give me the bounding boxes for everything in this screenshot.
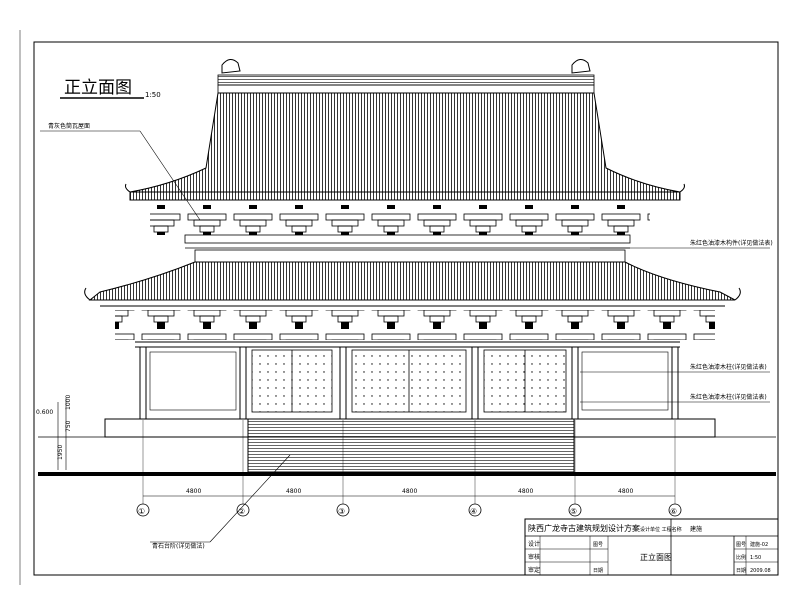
dimension-label: 4800 (618, 488, 633, 495)
lower-roof (84, 249, 741, 307)
axis-label: ① (138, 507, 145, 516)
axis-dimensions: 4800 4800 4800 4800 4800 ① ② ③ ④ ⑤ ⑥ (136, 420, 682, 517)
label-approve: 审定 (528, 566, 540, 574)
upper-roof (125, 59, 685, 201)
callout-roof: 青灰色筒瓦屋面 (48, 122, 90, 130)
dimension-label: 4800 (286, 488, 301, 495)
drawing-code: 建施 (690, 525, 702, 533)
axis-label: ② (238, 507, 245, 516)
dimension-label: 4800 (186, 488, 201, 495)
elevation-dim-upper: 1000 (65, 395, 72, 410)
label-mid-1: 图号 (593, 542, 603, 548)
callout-column-2: 朱红色油漆木柱(详见做法表) (690, 393, 767, 401)
label-design: 设计 (528, 540, 540, 548)
value-scale: 1:50 (750, 555, 761, 561)
axis-label: ③ (338, 507, 345, 516)
callout-column: 朱红色油漆木柱(详见做法表) (690, 363, 767, 371)
callout-beam: 朱红色油漆木构件(详见做法表) (690, 239, 773, 247)
axis-label: ④ (470, 507, 477, 516)
callouts: 青灰色筒瓦屋面 朱红色油漆木构件(详见做法表) 朱红色油漆木柱(详见做法表) 朱… (40, 122, 773, 550)
design-unit: 设计单位 工程名称 (640, 526, 682, 533)
drawing-title: 正立面图 (64, 78, 132, 98)
lower-bracket-set (115, 310, 715, 340)
label-mid-2: 日期 (593, 568, 603, 574)
axis-label: ⑥ (670, 507, 677, 516)
axis-label: ⑤ (570, 507, 577, 516)
label-review: 审核 (528, 553, 540, 561)
dimension-label: 4800 (402, 488, 417, 495)
column-bay (139, 346, 679, 420)
elevation-dim-total: 1950 (57, 445, 64, 460)
project-name: 陕西广龙寺古建筑规划设计方案 (528, 523, 640, 533)
label-number: 图号 (736, 542, 746, 548)
platform-base (38, 418, 776, 476)
label-scale: 比例 (736, 554, 746, 561)
drawing-frame (33, 41, 779, 576)
dimension-label: 4800 (518, 488, 533, 495)
callout-steps: 青石台阶(详见做法) (152, 542, 205, 550)
title-block: 陕西广龙寺古建筑规划设计方案 设计单位 工程名称 建施 正立面图 设计 审核 审… (524, 518, 779, 576)
drawing-name: 正立面图 (640, 552, 672, 562)
label-date: 日期 (736, 568, 746, 574)
value-number: 建施-02 (750, 541, 768, 548)
upper-bracket-set (150, 205, 650, 235)
elevation-dim-lower: 750 (65, 420, 72, 432)
drawing-scale: 1:50 (145, 91, 161, 99)
elevation-level: 0.600 (36, 409, 53, 416)
elevation-markers: 0.600 1000 750 1950 (36, 395, 72, 470)
value-date: 2009.08 (750, 568, 771, 574)
